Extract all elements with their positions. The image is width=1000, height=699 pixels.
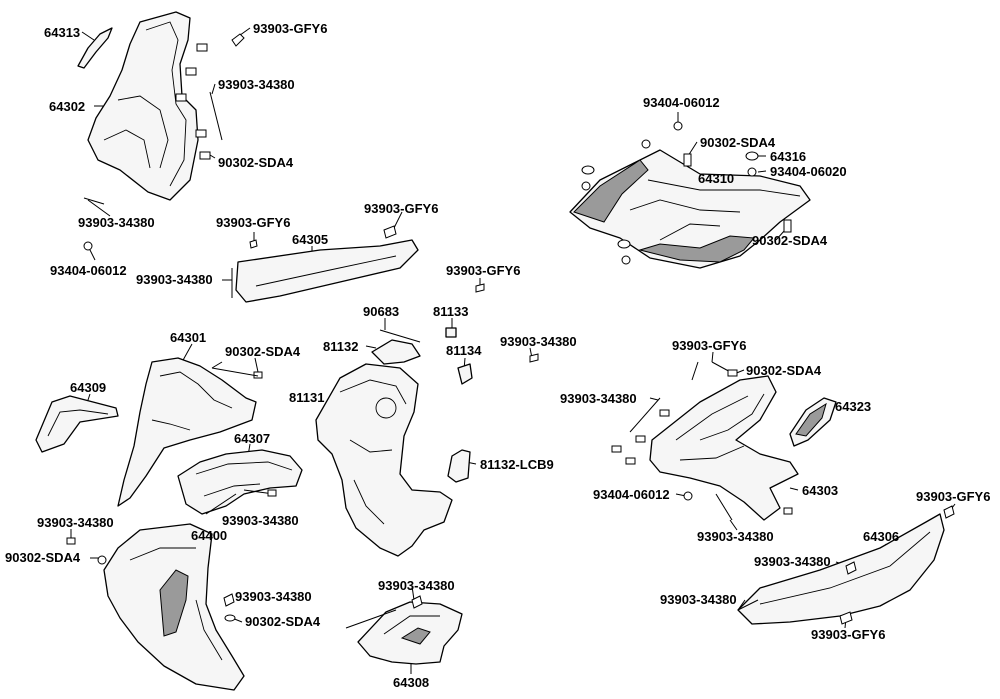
clip-81133 <box>445 327 457 338</box>
label-93903-34380: 93903-34380 <box>560 391 637 406</box>
label-93903-34380: 93903-34380 <box>754 554 831 569</box>
label-93903-gfy6: 93903-GFY6 <box>672 338 747 353</box>
label-93903-gfy6: 93903-GFY6 <box>811 627 886 642</box>
label-93903-34380: 93903-34380 <box>37 515 114 530</box>
label-64306: 64306 <box>863 529 900 544</box>
label-64400: 64400 <box>191 528 228 543</box>
label-64313: 64313 <box>44 25 81 40</box>
bracket-81132 <box>371 339 421 365</box>
label-93903-gfy6: 93903-GFY6 <box>446 263 521 278</box>
label-90302-sda4: 90302-SDA4 <box>746 363 822 378</box>
label-93903-34380: 93903-34380 <box>660 592 737 607</box>
label-64310: 64310 <box>698 171 735 186</box>
label-93903-34380: 93903-34380 <box>218 77 295 92</box>
label-64316: 64316 <box>770 149 807 164</box>
label-81134: 81134 <box>446 343 482 358</box>
label-81132: 81132 <box>323 339 359 354</box>
label-93903-34380: 93903-34380 <box>235 589 312 604</box>
label-93404-06012: 93404-06012 <box>593 487 670 502</box>
label-93903-34380: 93903-34380 <box>378 578 455 593</box>
label-64303: 64303 <box>802 483 839 498</box>
floor-panel-64310 <box>569 149 811 269</box>
label-90302-sda4: 90302-SDA4 <box>752 233 828 248</box>
hardware <box>66 33 955 629</box>
label-93903-gfy6: 93903-GFY6 <box>253 21 328 36</box>
inner-body-81131 <box>315 363 453 557</box>
label-64302: 64302 <box>49 99 86 114</box>
label-90302-sda4: 90302-SDA4 <box>218 155 294 170</box>
small-cover-64309 <box>35 395 119 453</box>
label-90683: 90683 <box>363 304 400 319</box>
front-shield-64301 <box>117 357 257 507</box>
grille-64323 <box>789 397 837 447</box>
side-strip-64306 <box>737 513 945 625</box>
label-93903-34380: 93903-34380 <box>136 272 213 287</box>
lower-cover-64308 <box>357 601 463 665</box>
label-81131: 81131 <box>289 390 325 405</box>
clip-81134 <box>457 363 473 385</box>
label-90302-sda4: 90302-SDA4 <box>225 344 301 359</box>
label-93903-34380: 93903-34380 <box>222 513 299 528</box>
front-inner-panel-64302 <box>87 11 199 201</box>
label-64301: 64301 <box>170 330 207 345</box>
label-93903-gfy6: 93903-GFY6 <box>216 215 291 230</box>
ring-81132-lcb9 <box>447 449 471 483</box>
side-strip-64305 <box>235 239 419 303</box>
label-81133: 81133 <box>433 304 469 319</box>
label-93404-06012: 93404-06012 <box>50 263 127 278</box>
label-93903-gfy6: 93903-GFY6 <box>916 489 991 504</box>
label-81132-lcb9: 81132-LCB9 <box>480 457 554 472</box>
leg-shield-64400 <box>103 523 245 691</box>
label-64308: 64308 <box>393 675 430 690</box>
label-64307: 64307 <box>234 431 271 446</box>
label-93404-06012: 93404-06012 <box>643 95 720 110</box>
inner-cover-64307 <box>177 449 303 515</box>
label-93903-34380: 93903-34380 <box>500 334 577 349</box>
label-90302-sda4: 90302-SDA4 <box>700 135 776 150</box>
label-90302-sda4: 90302-SDA4 <box>245 614 321 629</box>
label-64305: 64305 <box>292 232 329 247</box>
strip-64313 <box>77 27 113 69</box>
label-64309: 64309 <box>70 380 107 395</box>
label-93903-34380: 93903-34380 <box>78 215 155 230</box>
side-cover-64303 <box>649 375 799 521</box>
label-93903-34380: 93903-34380 <box>697 529 774 544</box>
label-64323: 64323 <box>835 399 872 414</box>
label-93404-06020: 93404-06020 <box>770 164 847 179</box>
label-93903-gfy6: 93903-GFY6 <box>364 201 439 216</box>
label-90302-sda4: 90302-SDA4 <box>5 550 81 565</box>
